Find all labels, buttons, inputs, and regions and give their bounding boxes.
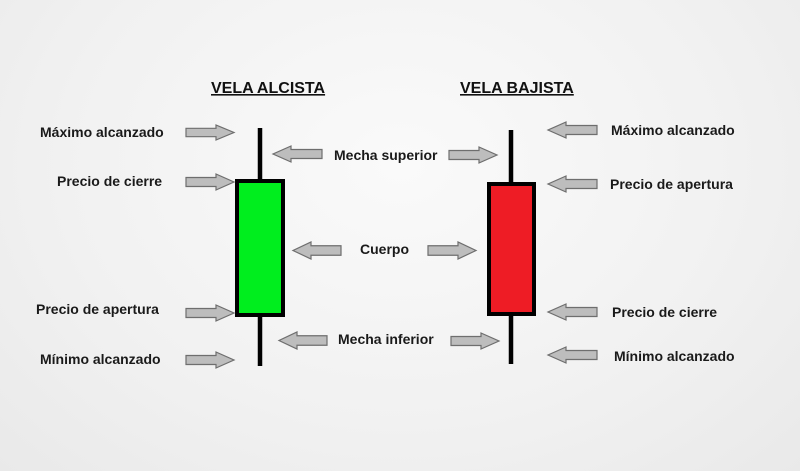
bullish-close-label: Precio de cierre: [57, 173, 162, 189]
arrow-left-icon: [291, 241, 342, 260]
arrow-right-icon: [450, 332, 501, 350]
arrow-left-icon: [546, 303, 598, 321]
bullish-title: VELA ALCISTA: [211, 80, 326, 97]
arrow-right-shape: [185, 304, 236, 322]
arrow-left-icon: [546, 346, 598, 364]
arrow-right-shape: [448, 146, 499, 164]
bearish-body: [487, 182, 536, 316]
lower-wick-label: Mecha inferior: [338, 331, 434, 347]
arrow-left-shape: [546, 303, 598, 321]
bearish-title: VELA BAJISTA: [460, 80, 574, 97]
arrow-right-icon: [185, 124, 236, 141]
arrow-left-icon: [277, 331, 328, 350]
arrow-right-shape: [450, 332, 501, 350]
arrow-right-icon: [185, 173, 236, 191]
body-label: Cuerpo: [360, 241, 409, 257]
arrow-right-shape: [185, 173, 236, 191]
bullish-min-label: Mínimo alcanzado: [40, 351, 161, 367]
arrow-left-shape: [277, 331, 328, 350]
bullish-max-label: Máximo alcanzado: [40, 124, 164, 140]
arrow-right-shape: [185, 124, 236, 141]
arrow-left-shape: [546, 346, 598, 364]
arrow-right-icon: [185, 351, 236, 369]
arrow-left-shape: [271, 145, 323, 163]
arrow-right-shape: [427, 241, 478, 260]
arrow-left-icon: [271, 145, 323, 163]
bullish-open-label: Precio de apertura: [36, 301, 159, 317]
arrow-right-shape: [185, 351, 236, 369]
arrow-right-icon: [448, 146, 499, 164]
bearish-close-label: Precio de cierre: [612, 304, 717, 320]
arrow-left-shape: [546, 121, 598, 139]
arrow-right-icon: [185, 304, 236, 322]
arrow-left-shape: [291, 241, 342, 260]
upper-wick-label: Mecha superior: [334, 147, 438, 163]
arrow-right-icon: [427, 241, 478, 260]
bearish-min-label: Mínimo alcanzado: [614, 348, 735, 364]
arrow-left-shape: [546, 175, 598, 193]
bearish-open-label: Precio de apertura: [610, 176, 733, 192]
arrow-left-icon: [546, 175, 598, 193]
bearish-max-label: Máximo alcanzado: [611, 122, 735, 138]
bullish-body: [235, 179, 285, 317]
arrow-left-icon: [546, 121, 598, 139]
